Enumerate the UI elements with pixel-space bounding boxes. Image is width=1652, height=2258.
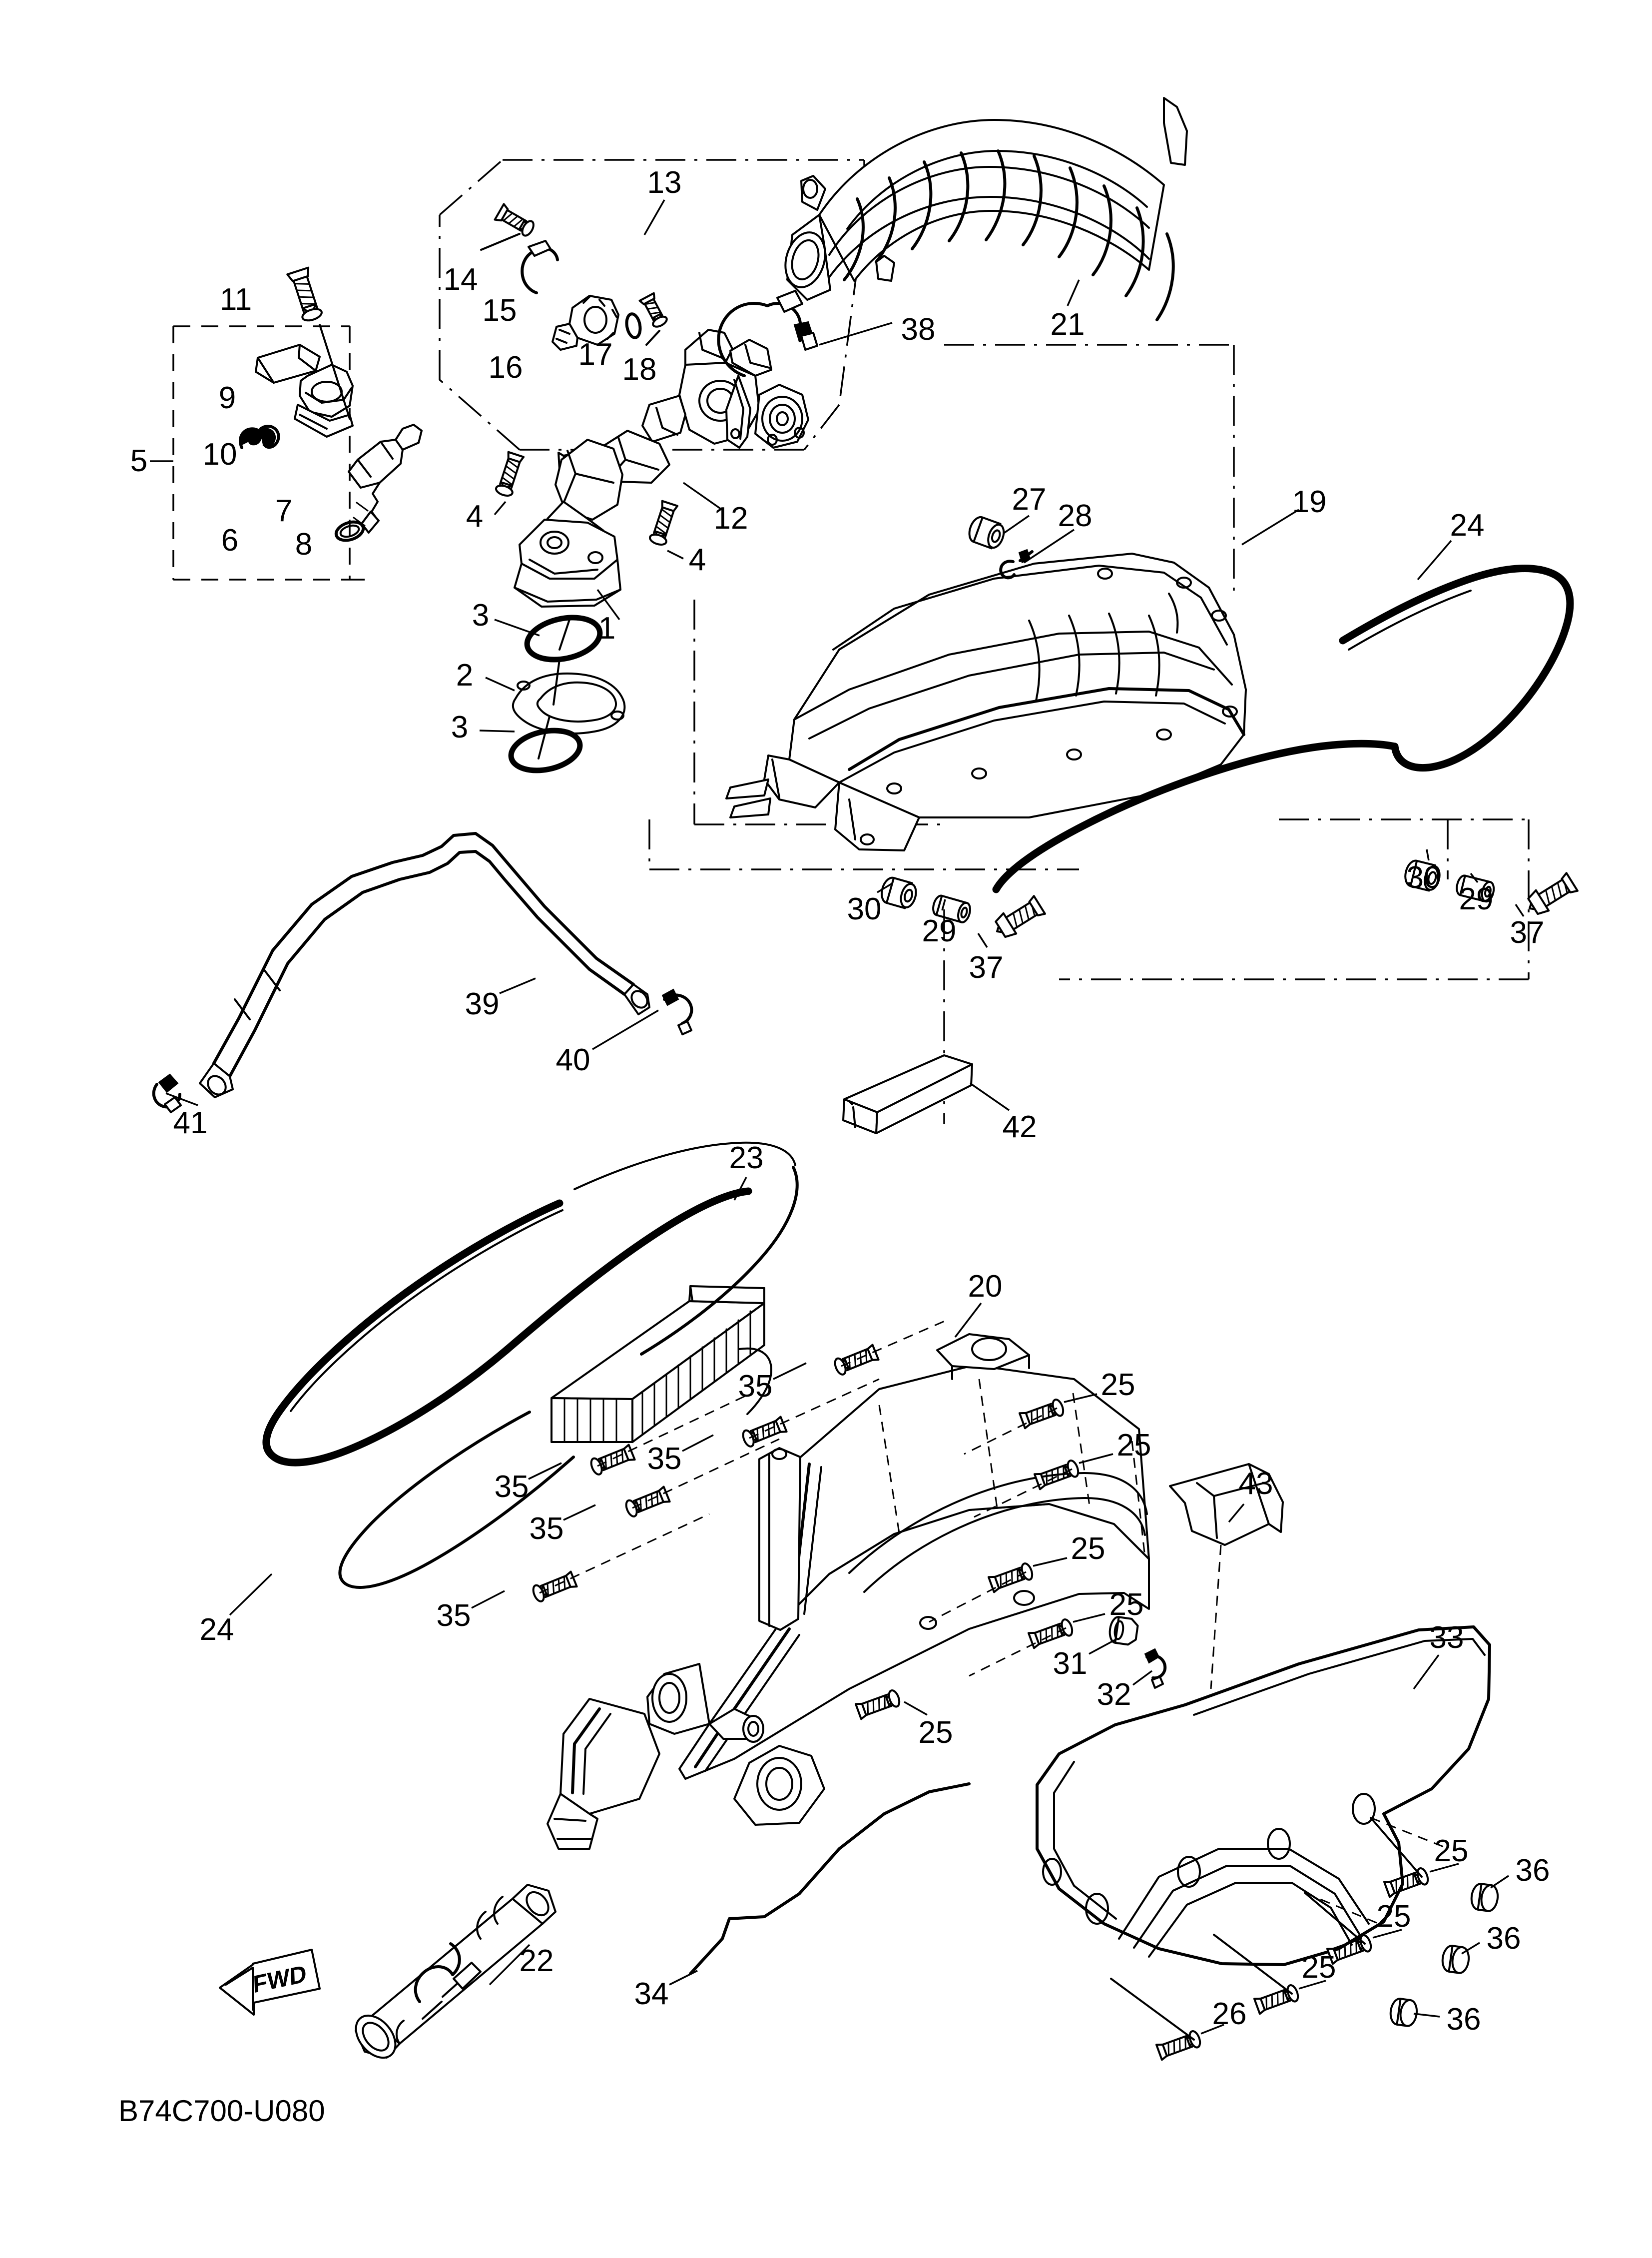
callout-30: 30	[1406, 860, 1441, 895]
callout-24: 24	[199, 1612, 234, 1647]
callout-36: 36	[1515, 1853, 1550, 1888]
callout-37: 37	[1510, 915, 1545, 950]
callout-21: 21	[1050, 307, 1085, 342]
callout-16: 16	[488, 350, 523, 385]
callout-25: 25	[918, 1715, 953, 1750]
callout-25: 25	[1116, 1428, 1151, 1463]
callout-20: 20	[968, 1269, 1003, 1304]
callout-23: 23	[729, 1141, 764, 1175]
callout-31: 31	[1053, 1646, 1088, 1681]
callout-5: 5	[130, 444, 148, 478]
callout-9: 9	[218, 381, 236, 415]
callout-10: 10	[202, 437, 237, 472]
callout-24: 24	[1450, 508, 1485, 543]
callout-34: 34	[634, 1977, 669, 2011]
callout-36: 36	[1446, 2002, 1481, 2037]
callout-22: 22	[519, 1944, 554, 1978]
callout-42: 42	[1002, 1110, 1037, 1144]
callout-25: 25	[1434, 1834, 1469, 1868]
diagram-code: B74C700-U080	[118, 2094, 325, 2128]
callout-27: 27	[1012, 482, 1047, 517]
callout-3: 3	[451, 710, 469, 745]
callout-17: 17	[578, 337, 613, 372]
callout-14: 14	[443, 262, 478, 297]
callout-25: 25	[1301, 1950, 1336, 1985]
callout-29: 29	[922, 914, 957, 948]
callout-25: 25	[1101, 1368, 1135, 1402]
callout-32: 32	[1097, 1677, 1131, 1712]
callout-38: 38	[901, 312, 936, 347]
callout-35: 35	[494, 1470, 529, 1504]
callout-15: 15	[482, 293, 517, 328]
callout-2: 2	[456, 658, 474, 693]
callout-39: 39	[465, 987, 500, 1021]
callout-33: 33	[1429, 1620, 1464, 1655]
callout-30: 30	[847, 892, 882, 926]
callout-29: 29	[1459, 882, 1494, 916]
callout-26: 26	[1212, 1997, 1247, 2031]
callout-7: 7	[275, 494, 293, 528]
callout-19: 19	[1292, 485, 1327, 519]
callout-25: 25	[1376, 1899, 1411, 1934]
callout-43: 43	[1238, 1467, 1273, 1501]
callout-4: 4	[688, 543, 706, 577]
callout-35: 35	[738, 1369, 773, 1404]
callout-41: 41	[173, 1106, 208, 1140]
callout-28: 28	[1058, 499, 1093, 533]
callout-35: 35	[647, 1442, 682, 1476]
callout-6: 6	[221, 523, 239, 558]
callout-36: 36	[1486, 1921, 1521, 1956]
callout-40: 40	[555, 1043, 590, 1077]
callout-25: 25	[1109, 1587, 1144, 1622]
callout-35: 35	[529, 1511, 564, 1546]
callout-11: 11	[219, 282, 252, 317]
callout-3: 3	[472, 598, 490, 633]
callout-18: 18	[622, 352, 657, 387]
callout-8: 8	[295, 527, 313, 562]
callout-25: 25	[1071, 1531, 1105, 1566]
callout-4: 4	[466, 499, 484, 534]
callout-1: 1	[598, 611, 616, 646]
callout-37: 37	[969, 950, 1004, 985]
callout-12: 12	[713, 501, 748, 536]
callout-35: 35	[436, 1598, 471, 1633]
callout-13: 13	[647, 165, 682, 200]
